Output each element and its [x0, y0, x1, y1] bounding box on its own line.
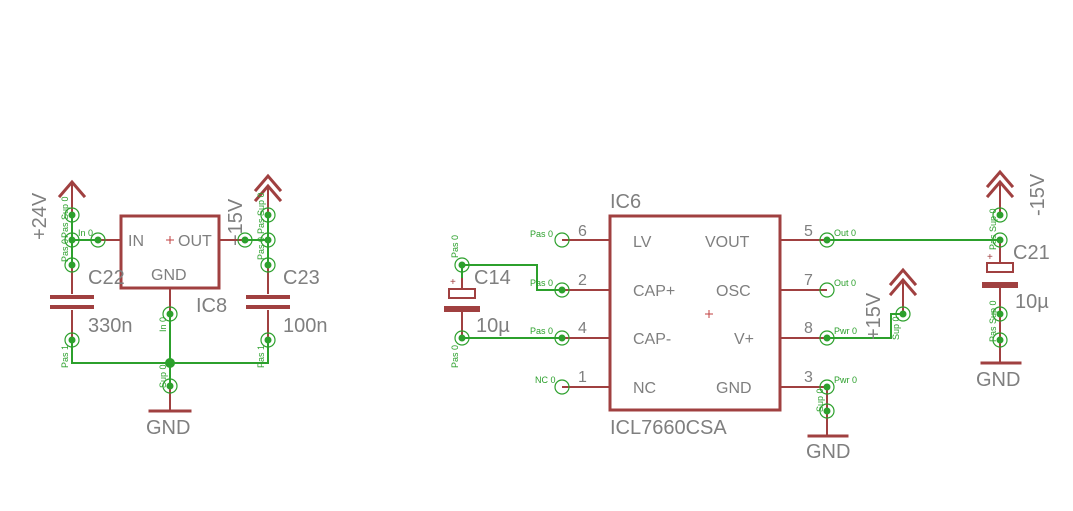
ic6-pin-gnd: GND: [716, 380, 752, 397]
supply-minus-15v: -15V: [985, 169, 1049, 216]
supply-15v-right-label: +15V: [863, 292, 885, 340]
ground-left: GND Sup 0: [146, 364, 192, 439]
ic8-pin-in-tag: In 0: [78, 228, 93, 238]
ic8-pin-gnd-tag: In 0: [158, 317, 168, 332]
pins-ic6: [454, 207, 1008, 419]
ic6-pin-osc: OSC: [716, 283, 751, 300]
ic6-pin-cap-plus: CAP+: [633, 283, 675, 300]
svg-text:+: +: [450, 277, 456, 288]
c21-pin-top: Pas Sup 0: [988, 208, 998, 250]
c21-pin-bottom: Pas Sup 0: [988, 300, 998, 342]
ic8-name: IC8: [196, 295, 227, 317]
ic8-pin-gnd: GND: [151, 267, 187, 284]
ic6-converter: IC6 ICL7660CSA LV CAP+ CAP- NC VOUT OSC …: [530, 191, 857, 439]
supply-24v-label: +24V: [29, 192, 51, 240]
c14-pin-bottom: Pas 0: [450, 345, 460, 368]
ic6-name: IC6: [610, 191, 641, 213]
ic6-pin-number-6: 6: [578, 223, 587, 240]
ground-right-label: GND: [976, 369, 1020, 391]
supply-24v: +24V: [29, 179, 87, 240]
supply-15v-left: +15V: [225, 173, 283, 246]
ic6-pin-number-5: 5: [804, 223, 813, 240]
ground-middle-label: GND: [806, 441, 850, 463]
c14-value: 10µ: [476, 315, 510, 337]
c23-pin-bottom: Pas 1: [256, 345, 266, 368]
ic6-pin-2-tag: Pas 0: [530, 278, 553, 288]
ic6-pin-4-tag: Pas 0: [530, 326, 553, 336]
capacitor-c21: + C21 10µ Pas Sup 0 Pas Sup 0: [982, 208, 1050, 362]
ground-middle: GND Sup 0: [806, 387, 850, 463]
ic6-pin-number-3: 3: [804, 369, 813, 386]
c22-name: C22: [88, 267, 125, 289]
ground-left-label: GND: [146, 417, 190, 439]
ic6-pin-vout: VOUT: [705, 234, 750, 251]
ground-middle-pin: Sup 0: [815, 388, 825, 412]
ic6-pin-7-tag: Out 0: [834, 278, 856, 288]
pins-left: [64, 207, 276, 394]
ic8-regulator: IN OUT GND IC8 In 0 In 0: [78, 214, 245, 332]
c22-pin-bottom: Pas 1: [60, 345, 70, 368]
ic6-pin-lv: LV: [633, 234, 652, 251]
ic8-pin-in: IN: [128, 233, 144, 250]
ic6-value: ICL7660CSA: [610, 417, 727, 439]
c22-pin-top: Pas 0: [60, 239, 70, 262]
ic6-pin-1-tag: NC 0: [535, 375, 556, 385]
c14-pin-top: Pas 0: [450, 235, 460, 258]
c22-value: 330n: [88, 315, 133, 337]
c23-value: 100n: [283, 315, 328, 337]
c23-pin-top: Pas 0: [256, 237, 266, 260]
ic6-pin-number-7: 7: [804, 272, 813, 289]
supply-15v-right-pin: Sup 0: [891, 316, 901, 340]
ic6-pin-5-tag: Out 0: [834, 228, 856, 238]
ic6-pin-number-8: 8: [804, 320, 813, 337]
ground-right: GND: [976, 340, 1022, 391]
supply-minus-15v-label: -15V: [1027, 173, 1049, 216]
ic6-pin-3-tag: Pwr 0: [834, 375, 857, 385]
ic6-pin-8-tag: Pwr 0: [834, 326, 857, 336]
ic8-pin-out: OUT: [178, 233, 212, 250]
capacitor-c14: + C14 10µ Pas 0 Pas 0: [444, 235, 511, 368]
c14-name: C14: [474, 267, 511, 289]
ic6-pin-nc: NC: [633, 380, 656, 397]
ic6-pin-number-2: 2: [578, 272, 587, 289]
ic6-pin-number-1: 1: [578, 369, 587, 386]
c23-name: C23: [283, 267, 320, 289]
c21-value: 10µ: [1015, 291, 1049, 313]
ic6-pin-cap-minus: CAP-: [633, 331, 671, 348]
ic6-pin-vplus: V+: [734, 331, 754, 348]
ic6-pin-number-4: 4: [578, 320, 587, 337]
capacitor-c23: C23 100n Pas 0 Pas 1 Pas Sup 0: [246, 192, 328, 368]
ground-left-pin: Sup 0: [158, 364, 168, 388]
c21-name: C21: [1013, 242, 1050, 264]
ic6-pin-6-tag: Pas 0: [530, 229, 553, 239]
svg-text:+: +: [987, 252, 993, 263]
supply-15v-right: +15V Sup 0: [863, 267, 918, 340]
